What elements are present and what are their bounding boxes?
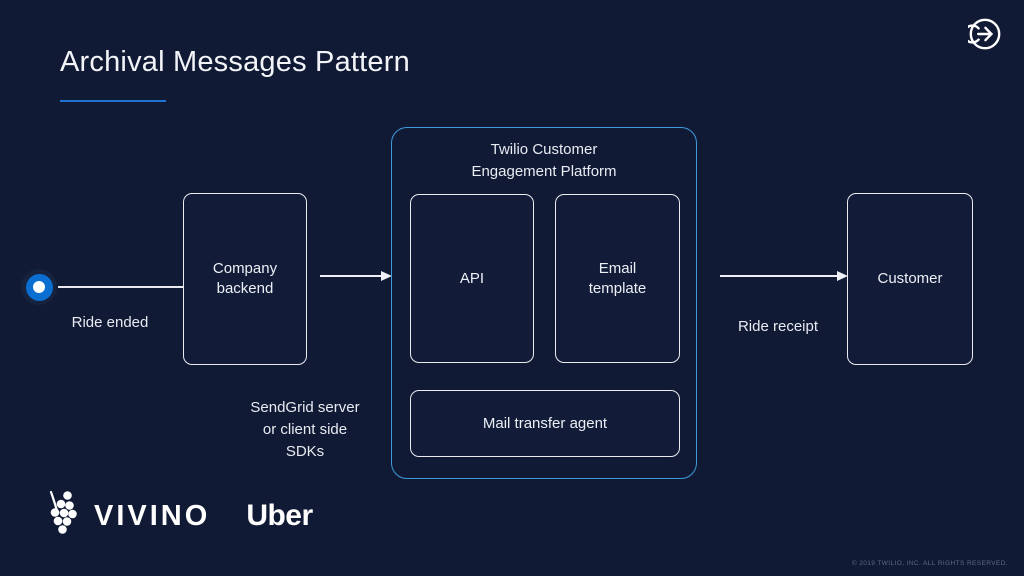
uber-logo-label: Uber xyxy=(246,499,313,532)
arrow-shaft xyxy=(320,275,381,277)
dot-ring xyxy=(25,273,53,301)
arrow-platform-to-customer-icon xyxy=(720,270,848,282)
node-api[interactable]: API xyxy=(410,194,534,363)
arrow-company-to-platform-icon xyxy=(320,270,392,282)
node-mail-transfer-agent[interactable]: Mail transfer agent xyxy=(410,390,680,457)
platform-title: Twilio Customer Engagement Platform xyxy=(471,141,617,180)
ride-ended-dot-icon xyxy=(21,269,57,305)
twilio-platform-container: Twilio Customer Engagement Platform xyxy=(391,127,697,479)
node-email-template[interactable]: Email template xyxy=(555,194,680,363)
page-title: Archival Messages Pattern xyxy=(60,46,410,78)
footer-logos: VIVINO Uber xyxy=(46,490,313,542)
arrow-head xyxy=(381,271,392,281)
grape-cluster-icon xyxy=(49,490,77,534)
node-company-backend[interactable]: Company backend xyxy=(183,193,307,365)
caption-ride-receipt: Ride receipt xyxy=(737,318,819,335)
vivino-logo-label: VIVINO xyxy=(94,499,211,532)
title-underline xyxy=(60,100,166,102)
caption-sendgrid: SendGrid server or client side SDKs xyxy=(250,399,360,460)
node-customer[interactable]: Customer xyxy=(847,193,973,365)
connector-line-start xyxy=(58,286,184,288)
twilio-logo-icon xyxy=(962,17,1002,51)
arrow-head xyxy=(837,271,848,281)
vivino-logo: VIVINO xyxy=(46,490,210,542)
caption-ride-ended: Ride ended xyxy=(71,314,149,331)
dot-core xyxy=(33,281,45,293)
arrow-shaft xyxy=(720,275,837,277)
copyright-notice: © 2019 TWILIO, INC. ALL RIGHTS RESERVED. xyxy=(851,560,1008,567)
uber-logo: Uber xyxy=(246,499,313,532)
